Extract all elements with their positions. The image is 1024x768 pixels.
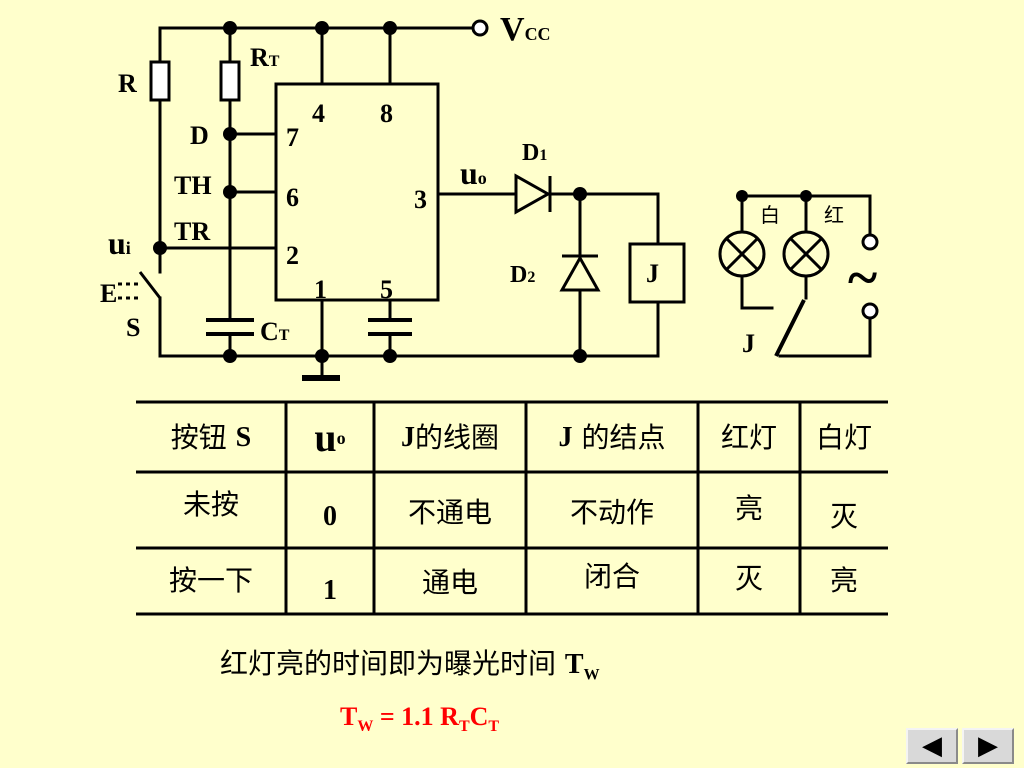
header-contact: J 的结点 — [558, 421, 666, 454]
exposure-formula: TW = 1.1 RTCT — [340, 702, 500, 736]
white-lamp-icon — [718, 230, 766, 278]
table-row-1-button: 未按 — [182, 488, 239, 521]
capacitor-pin5 — [368, 318, 412, 336]
table-row-1-red: 亮 — [734, 492, 763, 525]
pin-3-label: 3 — [414, 185, 427, 214]
r-label: R — [118, 69, 137, 98]
timer-555-chip — [274, 82, 440, 302]
ac-terminal-top — [861, 233, 879, 251]
switch-s-label: S — [126, 313, 140, 342]
resistor-r — [149, 60, 171, 102]
ct-label: CT — [260, 317, 290, 346]
table-row-2-contact: 闭合 — [583, 560, 640, 593]
table-row-1-white: 灭 — [829, 500, 858, 533]
push-switch-s — [118, 271, 162, 300]
table-row-2-white: 亮 — [829, 564, 858, 597]
ac-terminal-bottom — [861, 302, 879, 320]
pin-6-label: 6 — [286, 183, 299, 212]
table-row-1-uo: 0 — [323, 501, 337, 532]
rt-label: RT — [250, 43, 280, 72]
pin-d-label: D — [190, 121, 209, 150]
vcc-label: VCC — [500, 11, 551, 48]
ui-label: ui — [108, 225, 131, 261]
relay-contact-label: J — [742, 329, 755, 358]
pin-7-label: 7 — [286, 123, 299, 152]
ac-source-icon: ~ — [848, 247, 877, 309]
pin-8-label: 8 — [380, 99, 393, 128]
capacitor-ct — [206, 318, 254, 336]
junction-dots — [153, 21, 812, 363]
header-red-lamp: 红灯 — [720, 421, 777, 454]
uo-label: uo — [460, 155, 487, 191]
exposure-caption: 红灯亮的时间即为曝光时间 TW — [220, 647, 600, 684]
pin-4-label: 4 — [312, 99, 325, 128]
header-white-lamp: 白灯 — [815, 421, 872, 454]
table-row-1-coil: 不通电 — [407, 496, 492, 529]
pin-5-label: 5 — [380, 275, 393, 304]
d1-label: D1 — [522, 140, 547, 166]
resistor-rt — [219, 60, 241, 102]
prev-slide-button[interactable]: ◀ — [906, 728, 958, 764]
switch-glyph: E — [100, 279, 117, 308]
pin-tr-label: TR — [174, 217, 210, 246]
diode-d2 — [559, 254, 601, 292]
relay-contact-j — [774, 299, 806, 357]
table-row-2-button: 按一下 — [168, 564, 253, 597]
timer-circuit-diagram: E VCC R RT D TH TR ui S CT 4 — [100, 11, 879, 381]
pin-2-label: 2 — [286, 241, 299, 270]
table-row-2-uo: 1 — [323, 575, 337, 606]
pin-th-label: TH — [174, 171, 212, 200]
relay-coil-j — [628, 242, 686, 304]
table-row-2-coil: 通电 — [421, 566, 478, 599]
triangle-left-icon: ◀ — [922, 731, 942, 761]
white-lamp-label: 白 — [760, 203, 780, 227]
red-lamp-label: 红 — [824, 203, 844, 227]
table-row-1-contact: 不动作 — [569, 496, 654, 529]
triangle-right-icon: ▶ — [978, 731, 998, 761]
pin-1-label: 1 — [314, 275, 327, 304]
diode-d1 — [514, 173, 552, 215]
header-button: 按钮 S — [170, 421, 252, 454]
vcc-terminal — [471, 19, 489, 37]
d2-label: D2 — [510, 262, 535, 288]
next-slide-button[interactable]: ▶ — [962, 728, 1014, 764]
red-lamp-icon — [782, 230, 830, 278]
relay-coil-label: J — [646, 259, 659, 288]
table-row-2-red: 灭 — [734, 562, 763, 595]
